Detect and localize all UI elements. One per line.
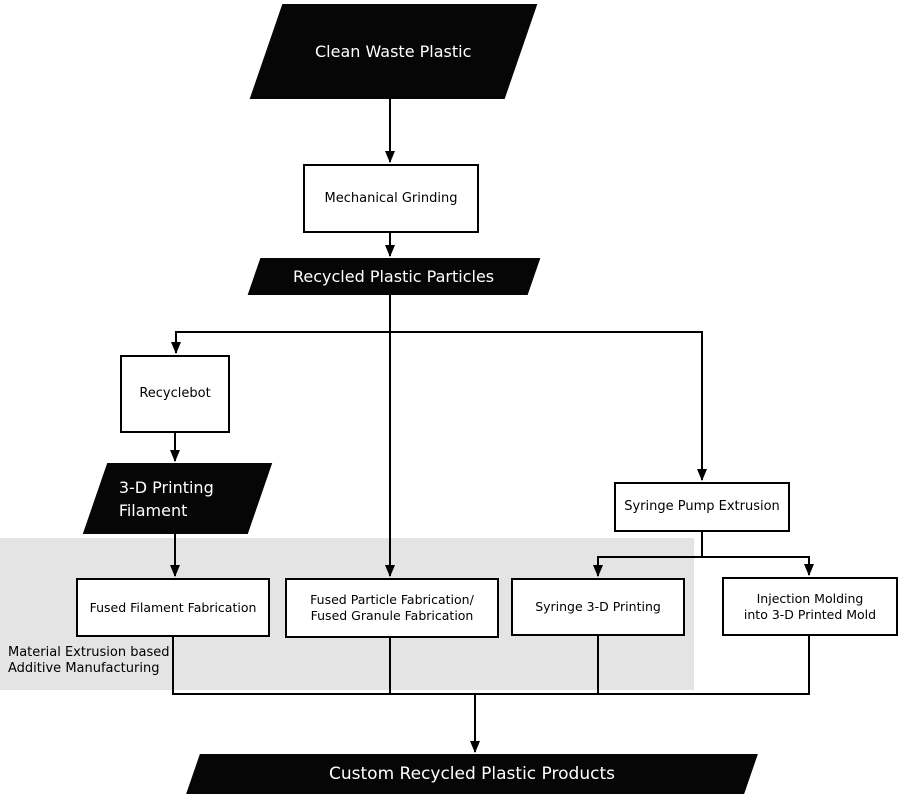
node-label: Custom Recycled Plastic Products [329,764,615,784]
region-label-line2: Additive Manufacturing [8,661,160,676]
node-label: Fused Filament Fabrication [89,599,257,615]
node-custom-recycled-plastic-products: Custom Recycled Plastic Products [186,754,758,794]
node-clean-waste-plastic: Clean Waste Plastic [249,4,538,99]
node-label-line2: into 3-D Printed Mold [743,606,877,622]
node-syringe-pump-extrusion: Syringe Pump Extrusion [614,482,790,532]
node-label-line1: 3-D Printing [119,477,214,497]
node-fused-filament-fabrication: Fused Filament Fabrication [76,578,270,637]
node-label-line1: Injection Molding [756,590,864,606]
node-label: Syringe 3-D Printing [535,599,661,614]
node-label: Clean Waste Plastic [315,42,472,61]
node-label-line2: Filament [119,500,188,520]
node-recyclebot: Recyclebot [120,355,230,433]
node-label: Recycled Plastic Particles [293,267,495,286]
node-label-line2: Fused Granule Fabrication [310,608,474,623]
material-extrusion-region-label: Material Extrusion based Additive Manufa… [8,645,169,677]
node-syringe-3d-printing: Syringe 3-D Printing [511,578,685,636]
node-label: Syringe Pump Extrusion [624,499,780,514]
node-recycled-plastic-particles: Recycled Plastic Particles [247,258,541,295]
node-label: 3-D Printing Filament [95,476,214,522]
node-label: Mechanical Grinding [324,190,458,206]
node-label-line1: Fused Particle Fabrication/ [310,592,474,607]
region-label-line1: Material Extrusion based [8,645,170,660]
node-fused-particle-fabrication: Fused Particle Fabrication/ Fused Granul… [285,578,499,638]
node-label: Recyclebot [139,386,211,401]
node-injection-molding: Injection Molding into 3-D Printed Mold [722,577,898,636]
node-mechanical-grinding: Mechanical Grinding [303,164,479,233]
node-3d-printing-filament: 3-D Printing Filament [82,463,273,534]
